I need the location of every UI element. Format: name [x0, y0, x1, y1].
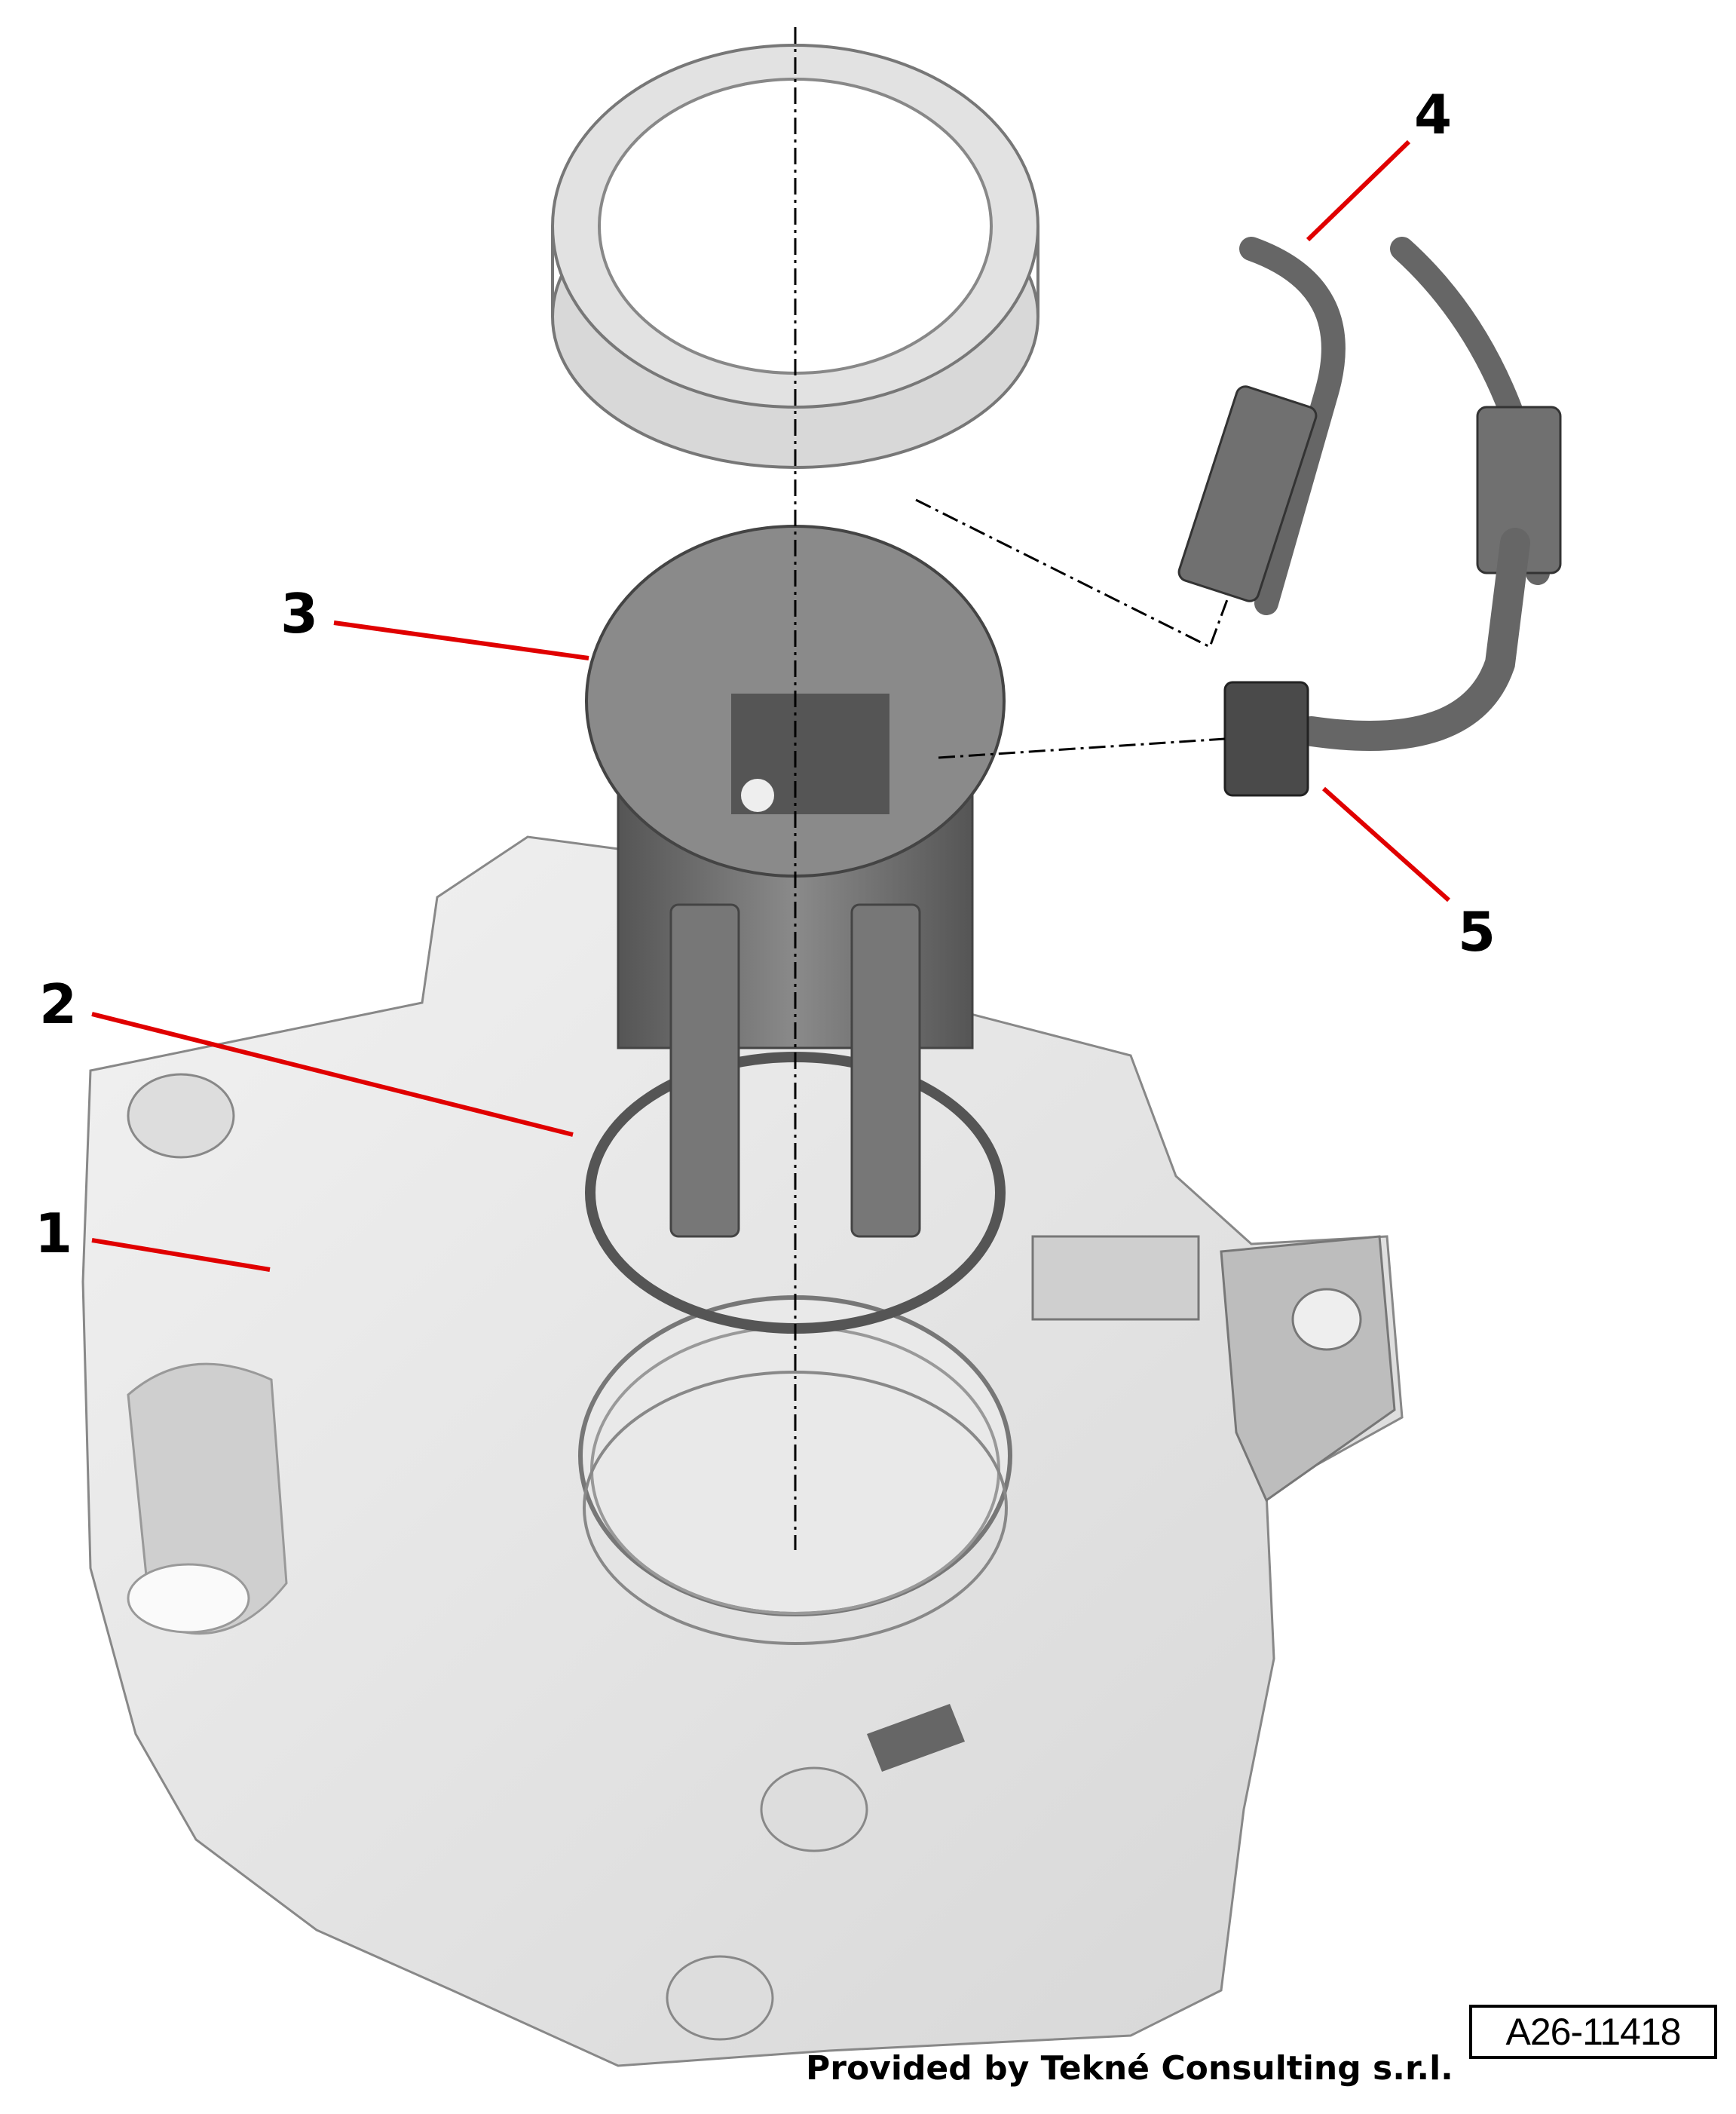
connector-axis-line — [915, 498, 1230, 649]
electrical-connector — [1177, 237, 1562, 615]
leader-line-4 — [1306, 139, 1411, 242]
leader-line-2 — [91, 1012, 574, 1137]
leader-line-5 — [1322, 786, 1450, 902]
credit-text: Provided by Tekné Consulting s.r.l. — [806, 2049, 1453, 2088]
fuel-line-axis-line — [938, 737, 1226, 759]
leader-line-3 — [333, 620, 589, 660]
callout-2: 2 — [39, 973, 78, 1036]
locking-ring — [551, 44, 1039, 469]
callout-5: 5 — [1458, 900, 1496, 964]
callout-1: 1 — [35, 1202, 73, 1265]
callout-4: 4 — [1414, 83, 1453, 146]
fuel-tank — [81, 835, 1404, 2067]
leader-line-1 — [91, 1238, 271, 1272]
figure-id-label: A26-11418 — [1469, 2005, 1717, 2059]
callout-3: 3 — [280, 582, 319, 645]
